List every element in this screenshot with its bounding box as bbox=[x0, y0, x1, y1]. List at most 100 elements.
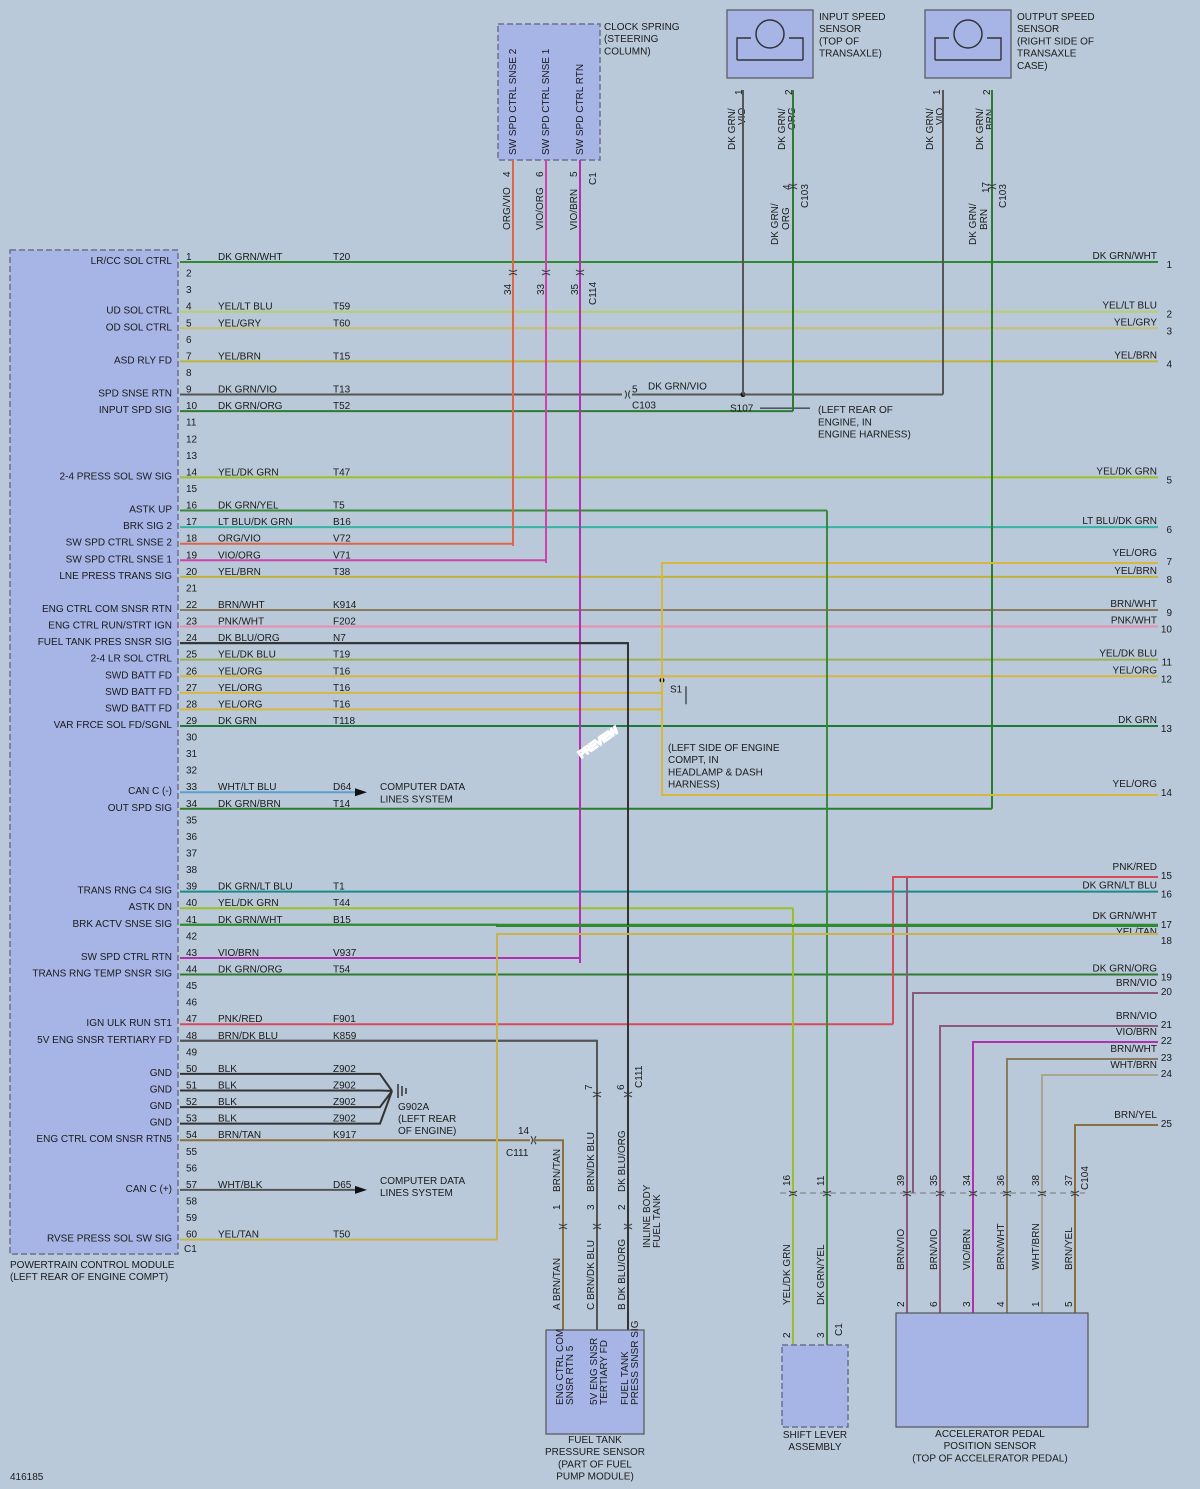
sensor-wire: ORG bbox=[781, 207, 792, 230]
circuit-label: T47 bbox=[333, 467, 351, 478]
circuit-label: T1 bbox=[333, 882, 345, 893]
circuit-label: T54 bbox=[333, 965, 351, 976]
sensor-wire: DK GRN/ bbox=[770, 203, 781, 245]
speed-sensor-box bbox=[726, 9, 814, 79]
pcm-pin-number: 10 bbox=[186, 401, 198, 412]
clock-spring-pin: 6 bbox=[535, 171, 546, 177]
dest-number: 17 bbox=[1161, 920, 1173, 931]
dest-wire-label: YEL/LT BLU bbox=[1102, 301, 1157, 312]
splice-note: HEADLAMP & DASH bbox=[668, 767, 763, 778]
pcm-title: (LEFT REAR OF ENGINE COMPT) bbox=[10, 1272, 168, 1283]
c103-connector-mark bbox=[624, 390, 631, 399]
dest-number: 10 bbox=[1161, 625, 1173, 636]
pcm-pin-label: ENG CTRL COM SNSR RTN5 bbox=[36, 1134, 172, 1145]
circuit-label: T44 bbox=[333, 898, 351, 909]
accel-pin: 1 bbox=[1031, 1301, 1042, 1307]
inline-connector-mark bbox=[558, 1223, 568, 1230]
circuit-label: Z902 bbox=[333, 1081, 356, 1092]
pcm-pin-number: 44 bbox=[186, 965, 198, 976]
dest-wire-label: BRN/WHT bbox=[1110, 599, 1157, 610]
shift-wire: YEL/DK GRN bbox=[782, 1244, 793, 1305]
clock-spring-connector: C1 bbox=[588, 172, 599, 185]
pcm-pin-number: 1 bbox=[186, 252, 192, 263]
pcm-pin-number: 40 bbox=[186, 898, 198, 909]
computer-data-label: COMPUTER DATA bbox=[380, 782, 466, 793]
accel-pedal-title: ACCELERATOR PEDAL bbox=[935, 1429, 1045, 1440]
wire-color-label: DK GRN bbox=[218, 716, 257, 727]
circuit-label: T59 bbox=[333, 302, 351, 313]
dest-number: 14 bbox=[1161, 788, 1173, 799]
shift-lever-box bbox=[781, 1344, 849, 1428]
circuit-label: F202 bbox=[333, 617, 356, 628]
sensor-title: TRANSAXLE) bbox=[819, 49, 882, 60]
sensor-title: OUTPUT SPEED bbox=[1017, 12, 1095, 23]
circuit-label: K917 bbox=[333, 1130, 357, 1141]
accel-pedal-title: (TOP OF ACCELERATOR PEDAL) bbox=[912, 1453, 1067, 1464]
dest-wire-label: BRN/VIO bbox=[1116, 1011, 1157, 1022]
c103-cavity: 5 bbox=[632, 385, 638, 396]
circuit-label: T15 bbox=[333, 351, 351, 362]
circuit-label: D65 bbox=[333, 1180, 352, 1191]
pcm-pin-number: 17 bbox=[186, 517, 198, 528]
dest-wire-label: DK GRN/WHT bbox=[1093, 251, 1157, 262]
c103-label: C103 bbox=[998, 184, 1009, 208]
dest-number: 8 bbox=[1166, 575, 1172, 586]
dest-number: 24 bbox=[1161, 1069, 1173, 1080]
c103-cavity: 17 bbox=[981, 181, 992, 193]
fuel-sensor-pin-label: 5V ENG SNSR bbox=[589, 1338, 600, 1405]
c114-connector-mark bbox=[541, 269, 551, 276]
dest-number: 15 bbox=[1161, 871, 1173, 882]
wire-color-label: PNK/WHT bbox=[218, 617, 264, 628]
accel-pedal-box bbox=[895, 1312, 1089, 1428]
c103-mark bbox=[987, 183, 997, 190]
pcm-pin-number: 41 bbox=[186, 915, 198, 926]
pcm-pin-label: TRANS RNG TEMP SNSR SIG bbox=[32, 969, 172, 980]
fuel-sensor-pin-label: ENG CTRL COM bbox=[555, 1329, 566, 1405]
sensor-title: TRANSAXLE bbox=[1017, 49, 1077, 60]
accel-wire: VIO/BRN bbox=[962, 1229, 973, 1270]
pcm-pin-number: 56 bbox=[186, 1163, 198, 1174]
c104-cavity: 38 bbox=[1031, 1174, 1042, 1186]
c104-cavity: 11 bbox=[816, 1175, 827, 1186]
wire-accel-2 bbox=[972, 1041, 1158, 1313]
c104-mark bbox=[822, 1190, 832, 1197]
pcm-pin-number: 20 bbox=[186, 567, 198, 578]
wire-color-label: VIO/BRN bbox=[218, 948, 259, 959]
pcm-pin-label: SW SPD CTRL SNSE 1 bbox=[66, 554, 173, 565]
ground-note: OF ENGINE) bbox=[398, 1126, 456, 1137]
pcm-pin-label: BRK SIG 2 bbox=[123, 521, 172, 532]
sensor-title: INPUT SPEED bbox=[819, 12, 886, 23]
dest-wire-label: YEL/BRN bbox=[1114, 566, 1157, 577]
fuel-sensor-title: PUMP MODULE) bbox=[556, 1472, 634, 1483]
c103-cavity: 4 bbox=[782, 184, 793, 190]
c111-cavity: 14 bbox=[518, 1126, 530, 1137]
accel-wire: BRN/VIO bbox=[929, 1229, 940, 1270]
wire-color-label: YEL/TAN bbox=[218, 1230, 259, 1241]
pcm-pin-number: 53 bbox=[186, 1114, 198, 1125]
dest-wire-label: DK GRN/WHT bbox=[1093, 911, 1157, 922]
c104-mark bbox=[1002, 1190, 1012, 1197]
pcm-pin-number: 35 bbox=[186, 815, 198, 826]
pcm-pin-label: ASD RLY FD bbox=[114, 355, 172, 366]
inline-connector-mark bbox=[623, 1223, 633, 1230]
wire-color-label: WHT/LT BLU bbox=[218, 782, 277, 793]
fuel-sensor-title: PRESSURE SENSOR bbox=[545, 1447, 645, 1458]
clock-spring-wire: VIO/ORG bbox=[535, 187, 546, 230]
pcm-pin-number: 2 bbox=[186, 269, 192, 280]
pcm-pin-number: 6 bbox=[186, 335, 192, 346]
dest-number: 4 bbox=[1166, 359, 1172, 370]
wire-color-label: YEL/DK GRN bbox=[218, 467, 279, 478]
sensor-wire: VIO bbox=[935, 108, 946, 125]
pcm-pin-number: 38 bbox=[186, 865, 198, 876]
dest-number: 23 bbox=[1161, 1053, 1173, 1064]
pcm-pin-number: 43 bbox=[186, 948, 198, 959]
c104-mark bbox=[1037, 1190, 1047, 1197]
wire-color-label: YEL/BRN bbox=[218, 567, 261, 578]
pcm-pin-number: 26 bbox=[186, 666, 198, 677]
pcm-pin-label: LNE PRESS TRANS SIG bbox=[59, 571, 172, 582]
accel-pin: 4 bbox=[996, 1301, 1007, 1307]
wire-color-label: BLK bbox=[218, 1081, 237, 1092]
dest-wire-label: YEL/GRY bbox=[1114, 317, 1157, 328]
pcm-pin-label: VAR FRCE SOL FD/SGNL bbox=[54, 720, 173, 731]
wire-ground bbox=[180, 1072, 393, 1092]
